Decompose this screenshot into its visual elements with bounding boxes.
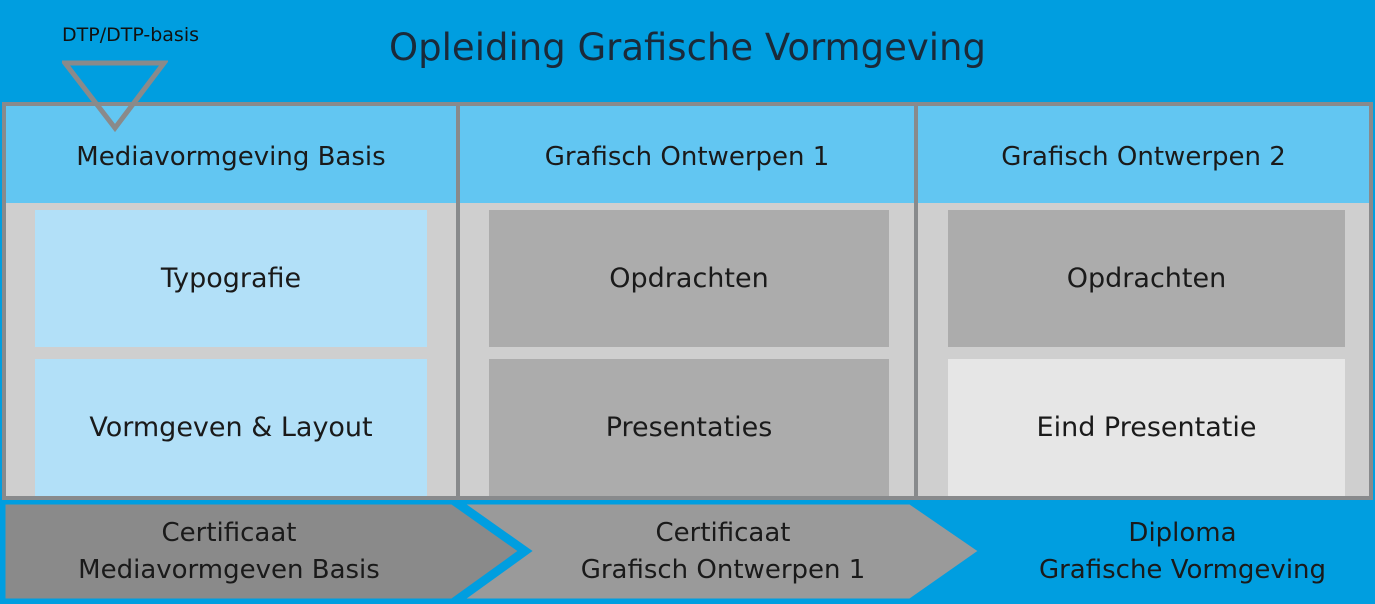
triangle-down-icon [62,60,168,133]
column-header: Mediavormgeving Basis [6,106,456,203]
outcome-certificaat-go1: Certificaat Grafisch Ontwerpen 1 [480,515,966,589]
module-box: Typografie [35,210,427,347]
module-box: Opdrachten [948,210,1345,347]
column-body: Opdrachten Eind Presentatie [918,203,1369,496]
column-grafisch-ontwerpen-2: Grafisch Ontwerpen 2 Opdrachten Eind Pre… [914,102,1373,500]
column-mediavormgeving-basis: Mediavormgeving Basis Typografie Vormgev… [2,102,460,500]
course-columns: Mediavormgeving Basis Typografie Vormgev… [0,102,1375,500]
column-body: Opdrachten Presentaties [460,203,914,496]
dtp-marker-label: DTP/DTP-basis [62,24,200,46]
column-header: Grafisch Ontwerpen 1 [460,106,914,203]
page-title: Opleiding Grafische Vormgeving [389,26,986,69]
outcome-arrows [0,500,1375,604]
outcome-line1: Certificaat [161,518,297,548]
outcome-line2: Grafisch Ontwerpen 1 [580,555,866,585]
outcome-line2: Grafische Vormgeving [1038,555,1327,585]
module-box: Opdrachten [489,210,889,347]
column-grafisch-ontwerpen-1: Grafisch Ontwerpen 1 Opdrachten Presenta… [456,102,918,500]
outcome-line1: Certificaat [655,518,791,548]
column-header: Grafisch Ontwerpen 2 [918,106,1369,203]
outcome-line2: Mediavormgeven Basis [78,555,380,585]
chevron-arrows [2,501,983,602]
outcome-diploma: Diploma Grafische Vormgeving [990,515,1375,589]
module-box: Presentaties [489,359,889,496]
module-box: Vormgeven & Layout [35,359,427,496]
module-box: Eind Presentatie [948,359,1345,496]
outcome-certificaat-basis: Certificaat Mediavormgeven Basis [4,515,454,589]
outcome-line1: Diploma [1128,518,1237,548]
column-body: Typografie Vormgeven & Layout [6,203,456,496]
